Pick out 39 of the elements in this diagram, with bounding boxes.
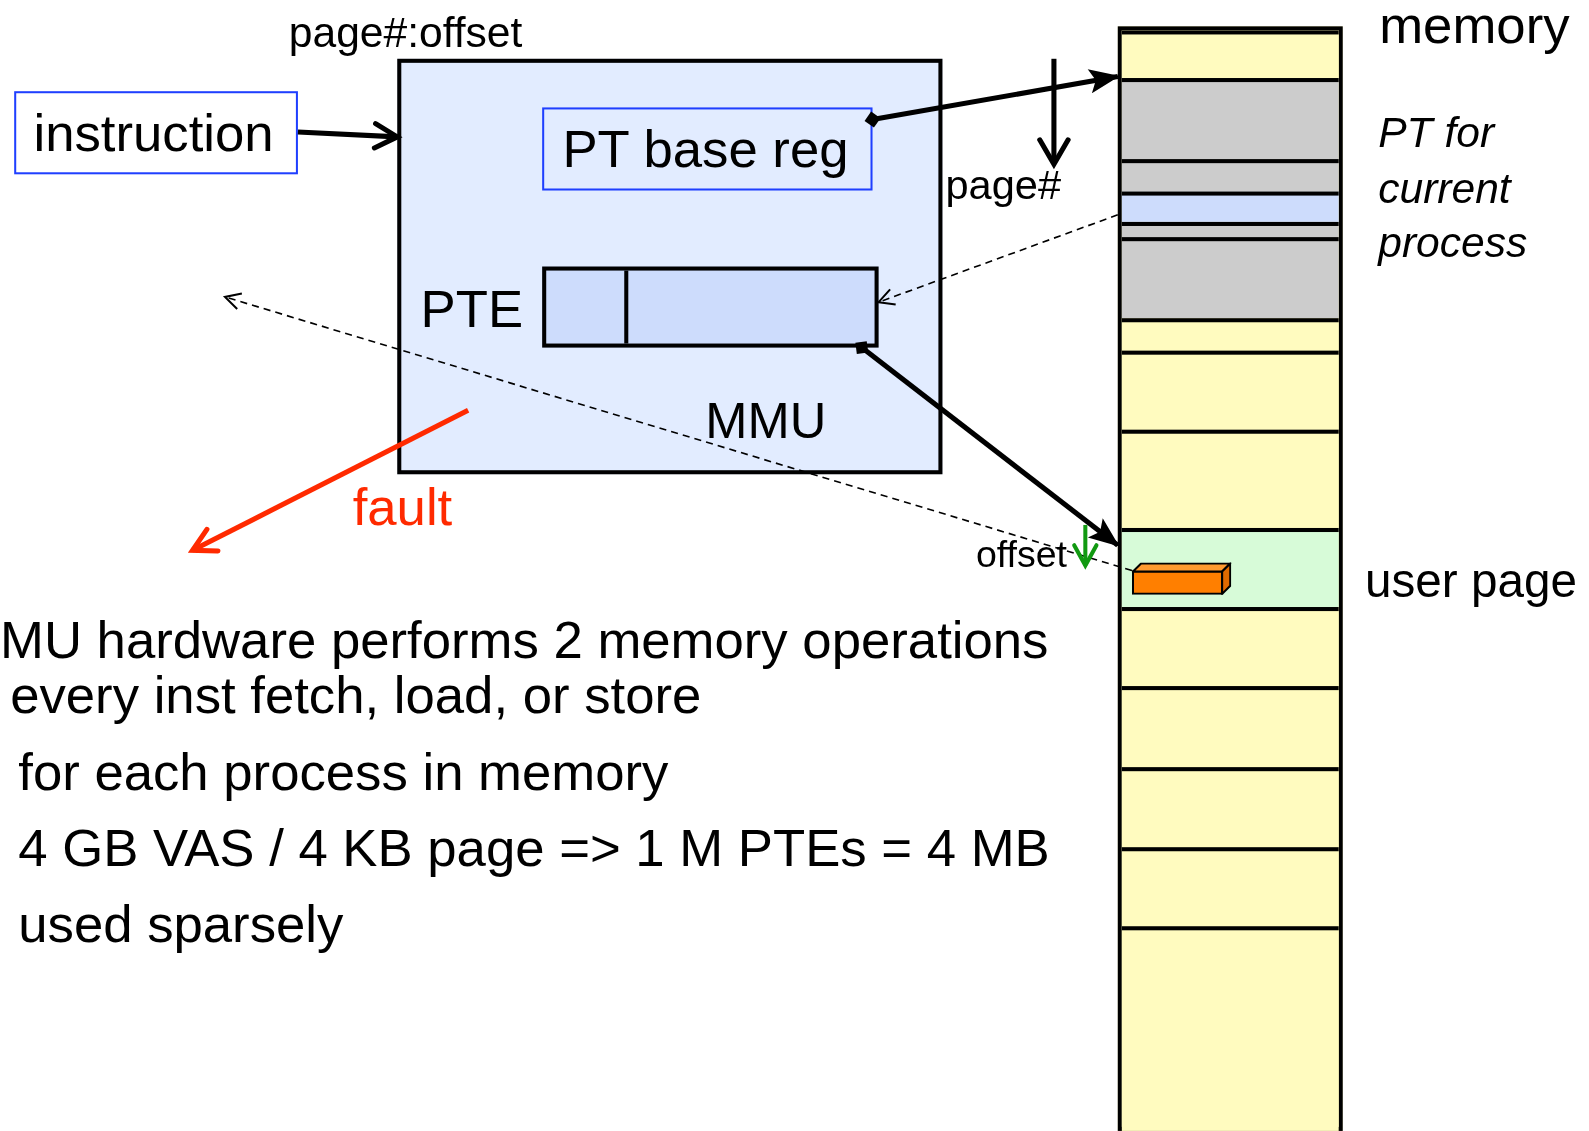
- box-label: MMU: [705, 393, 827, 449]
- instruction-box: [14, 91, 298, 175]
- memory-block: [1121, 318, 1339, 351]
- bullet-text: for each process in memory: [18, 743, 669, 802]
- mmu-box: [397, 58, 943, 475]
- memory-block: [1121, 429, 1339, 528]
- annotation-label: page#:offset: [288, 9, 523, 56]
- memory-block: [1121, 926, 1339, 1131]
- register-box: [542, 107, 873, 191]
- memory-block: [1121, 847, 1339, 927]
- region-label: user page: [1365, 554, 1577, 607]
- edge-label: fault: [352, 478, 453, 537]
- entry-label: PTE: [420, 280, 524, 339]
- memory-block: [1121, 191, 1339, 222]
- bullet-text: 4 GB VAS / 4 KB page => 1 M PTEs = 4 MB: [18, 819, 1050, 878]
- memory-block: [1121, 237, 1339, 319]
- memory-block: [1121, 767, 1339, 848]
- bullet-text: used sparsely: [18, 895, 344, 954]
- annotation-label: PT for current process: [1378, 107, 1529, 269]
- annotation-label: page#: [945, 162, 1062, 208]
- memory-block: [1121, 221, 1339, 238]
- annotation-label: offset: [975, 535, 1067, 577]
- memory-block: [1121, 350, 1339, 430]
- memory-block: [1121, 607, 1339, 687]
- data-block-icon: [1131, 562, 1232, 595]
- arrow: [190, 408, 470, 554]
- arrow: [297, 121, 400, 151]
- arrow: [855, 341, 1120, 548]
- memory-block: [1121, 686, 1339, 768]
- memory-heading: memory: [1379, 0, 1570, 54]
- arrow: [864, 69, 1120, 128]
- memory-block: [1121, 78, 1339, 160]
- dashed-arrow: [877, 214, 1119, 306]
- box-label: PT base reg: [562, 120, 849, 179]
- dashed-arrow: [223, 292, 1133, 572]
- bullet-text: MU hardware performs 2 memory operations: [0, 611, 1049, 670]
- memory-block: [1121, 30, 1339, 79]
- memory-block: [1121, 159, 1339, 192]
- box-label: instruction: [33, 104, 274, 163]
